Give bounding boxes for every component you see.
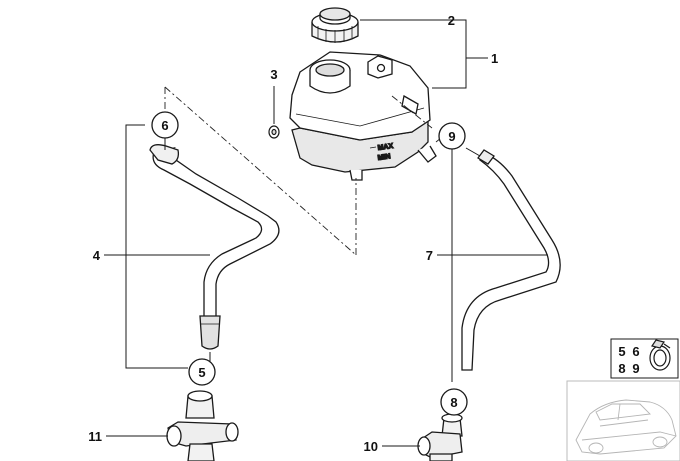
filler-cap bbox=[311, 7, 359, 43]
connector-part-10 bbox=[417, 413, 463, 461]
label-part-11: 11 bbox=[88, 429, 102, 444]
label-part-7: 7 bbox=[426, 248, 433, 263]
leader-lines bbox=[104, 19, 548, 447]
label-part-8: 8 bbox=[450, 395, 457, 410]
hose-part-4 bbox=[149, 144, 280, 350]
clamp-legend-9: 9 bbox=[632, 361, 639, 376]
label-part-4: 4 bbox=[93, 248, 101, 263]
label-part-10: 10 bbox=[364, 439, 378, 454]
clamp-legend-6: 6 bbox=[632, 344, 639, 359]
circle-label-6: 6 bbox=[151, 111, 179, 139]
circle-label-5: 5 bbox=[188, 358, 216, 386]
label-part-2: 2 bbox=[448, 13, 455, 28]
circle-label-9: 9 bbox=[438, 122, 466, 150]
label-part-9: 9 bbox=[448, 129, 455, 144]
nut-part-3 bbox=[268, 125, 280, 139]
label-part-6: 6 bbox=[161, 118, 168, 133]
label-part-5: 5 bbox=[198, 365, 205, 380]
expansion-tank: MAX MIN bbox=[289, 51, 437, 181]
clamp-legend-5: 5 bbox=[618, 344, 625, 359]
hose-part-7 bbox=[461, 149, 561, 371]
tank-max-marking: MAX bbox=[377, 143, 394, 152]
hose-clamp-icon bbox=[649, 339, 671, 371]
connector-part-11 bbox=[166, 390, 239, 461]
circle-label-8: 8 bbox=[440, 388, 468, 416]
clamp-legend: 5 6 8 9 bbox=[610, 338, 679, 379]
vehicle-thumbnail bbox=[566, 380, 680, 461]
tank-min-marking: MIN bbox=[377, 153, 391, 162]
label-part-3: 3 bbox=[270, 67, 277, 82]
label-part-1: 1 bbox=[491, 51, 498, 66]
clamp-legend-8: 8 bbox=[618, 361, 625, 376]
